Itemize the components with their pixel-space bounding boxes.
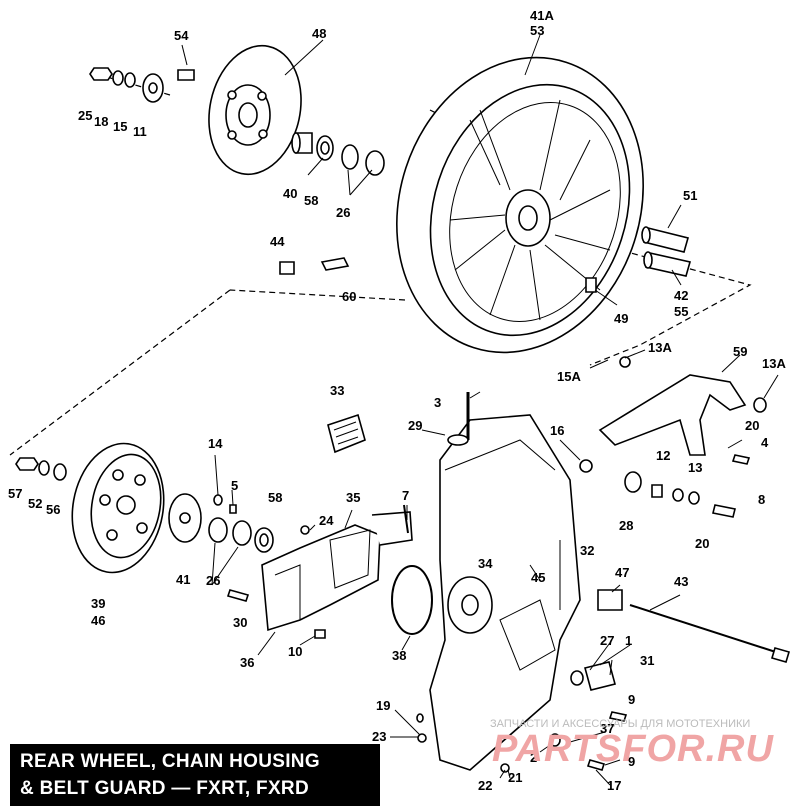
callout: 16	[550, 423, 564, 438]
wheel-bearings	[291, 132, 385, 176]
callout: 49	[614, 311, 628, 326]
callout: 20	[695, 536, 709, 551]
callout: 3	[434, 395, 441, 410]
callout: 30	[233, 615, 247, 630]
callout: 60	[342, 289, 356, 304]
callout: 59	[733, 344, 747, 359]
callout: 36	[240, 655, 254, 670]
callout-labels: 54 48 41A 53 25 18 15 11 40 58 26 51 44 …	[8, 8, 786, 793]
callout: 29	[408, 418, 422, 433]
callout: 10	[288, 644, 302, 659]
callout: 58	[304, 193, 318, 208]
drive-pulley	[71, 442, 165, 574]
callout: 43	[674, 574, 688, 589]
callout: 58	[268, 490, 282, 505]
callout: 40	[283, 186, 297, 201]
callout: 41A	[530, 8, 554, 23]
callout: 2	[530, 750, 537, 765]
callout: 37	[600, 721, 614, 736]
callout: 26	[206, 573, 220, 588]
watermark-logo: PARTSFOR.RU	[492, 728, 774, 770]
callout: 25	[78, 108, 92, 123]
callout: 31	[640, 653, 654, 668]
chain-housing	[429, 414, 581, 771]
callout: 38	[392, 648, 406, 663]
callout: 33	[330, 383, 344, 398]
callout: 19	[376, 698, 390, 713]
callout: 24	[319, 513, 334, 528]
callout: 41	[176, 572, 190, 587]
callout: 20	[745, 418, 759, 433]
small-parts-upper	[279, 257, 597, 293]
callout: 8	[758, 492, 765, 507]
callout: 48	[312, 26, 326, 41]
callout: 13	[688, 460, 702, 475]
seal-ring	[391, 565, 433, 635]
callout: 9	[628, 692, 635, 707]
callout: 22	[478, 778, 492, 793]
callout: 15A	[557, 369, 581, 384]
callout: 13A	[648, 340, 672, 355]
decal-label	[327, 413, 366, 454]
chain-adjuster-mount	[226, 511, 413, 639]
callout: 42	[674, 288, 688, 303]
callout: 34	[478, 556, 493, 571]
callout: 23	[372, 729, 386, 744]
callout: 11	[133, 124, 147, 139]
leader-lines	[181, 34, 779, 786]
callout: 26	[336, 205, 350, 220]
callout: 45	[531, 570, 545, 585]
callout: 55	[674, 304, 688, 319]
title-line-2: & BELT GUARD — FXRT, FXRD	[20, 778, 309, 799]
callout: 9	[628, 754, 635, 769]
callout: 4	[761, 435, 769, 450]
callout: 53	[530, 23, 544, 38]
callout: 35	[346, 490, 360, 505]
callout: 52	[28, 496, 42, 511]
watermark-tagline: ЗАПЧАСТИ И АКСЕССУАРЫ ДЛЯ МОТОТЕХНИКИ	[490, 718, 751, 730]
callout: 13A	[762, 356, 786, 371]
pulley-hardware	[15, 457, 67, 481]
callout: 28	[619, 518, 633, 533]
rear-sprocket	[208, 44, 302, 176]
sprocket-hub-parts	[168, 493, 274, 553]
diagram-title: REAR WHEEL, CHAIN HOUSING & BELT GUARD —…	[10, 744, 380, 806]
callout: 57	[8, 486, 22, 501]
callout: 15	[113, 119, 127, 134]
callout: 47	[615, 565, 629, 580]
callout: 39	[91, 596, 105, 611]
small-parts-lower	[403, 392, 751, 773]
title-line-1: REAR WHEEL, CHAIN HOUSING	[20, 751, 320, 772]
callout: 7	[402, 488, 409, 503]
belt-guard-bracket	[598, 356, 767, 456]
callout: 51	[683, 188, 697, 203]
callout: 14	[208, 436, 223, 451]
callout: 46	[91, 613, 105, 628]
callout: 56	[46, 502, 60, 517]
callout: 17	[607, 778, 621, 793]
callout: 21	[508, 770, 522, 785]
callout: 44	[270, 234, 285, 249]
axle-hardware-left	[89, 67, 195, 103]
callout: 32	[580, 543, 594, 558]
callout: 1	[625, 633, 632, 648]
axle-adjuster	[597, 589, 790, 663]
callout: 54	[174, 28, 189, 43]
callout: 18	[94, 114, 108, 129]
callout: 27	[600, 633, 614, 648]
callout: 5	[231, 478, 238, 493]
axle-spacers	[641, 226, 692, 277]
rear-wheel	[396, 56, 644, 354]
callout: 12	[656, 448, 670, 463]
